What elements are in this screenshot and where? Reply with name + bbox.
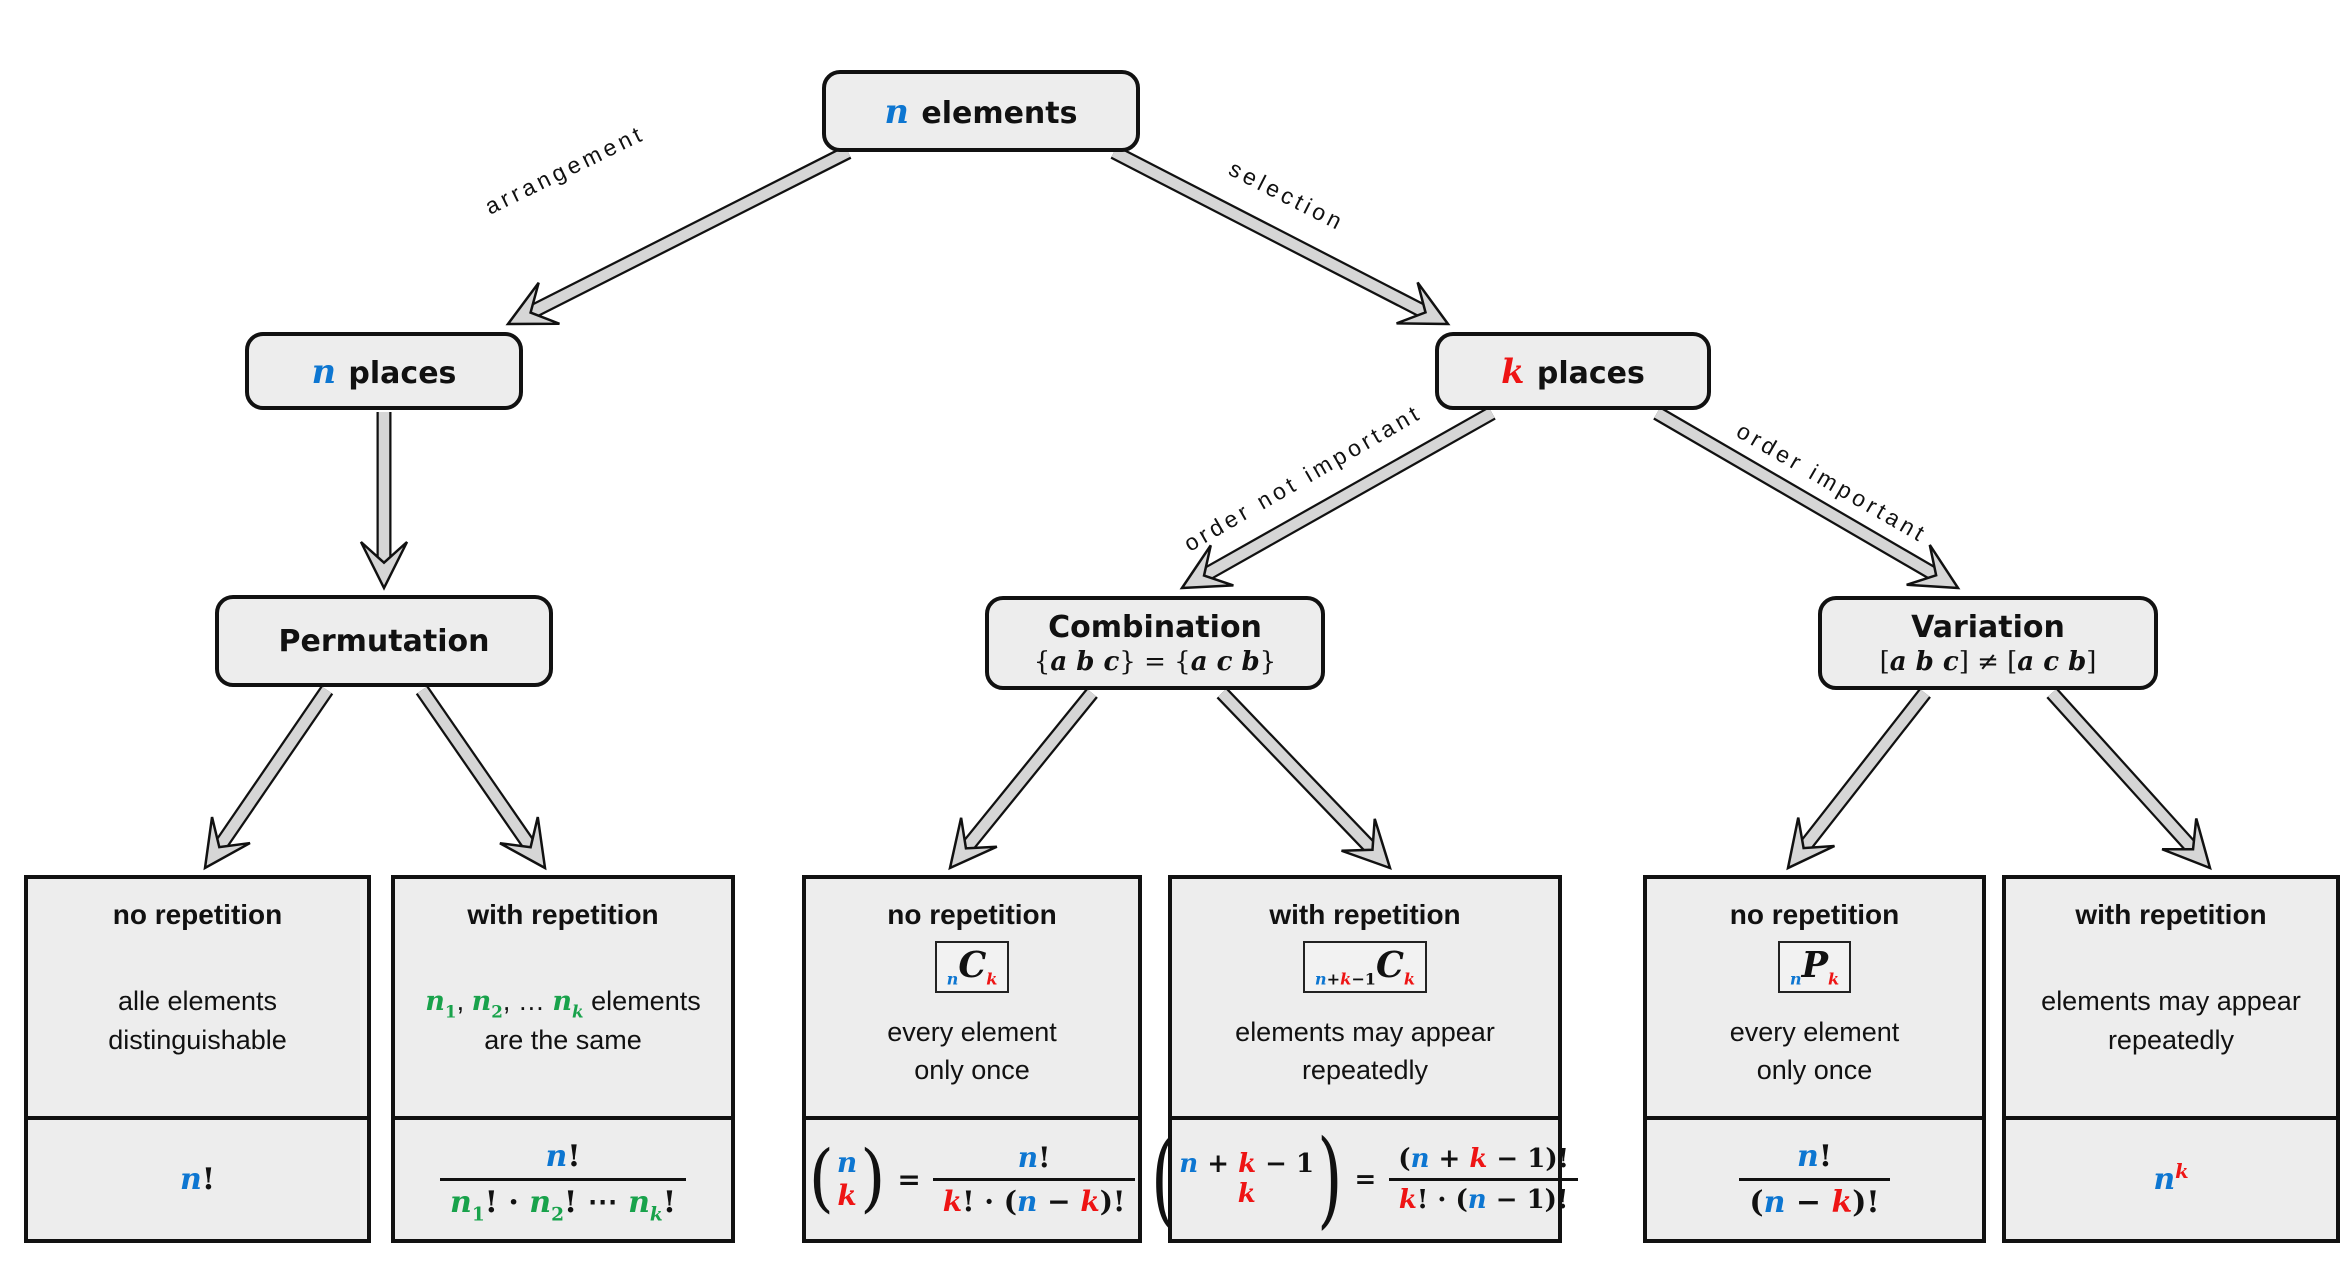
leaf-header: with repetition (2075, 899, 2267, 930)
node-n-elements-label: n elements (884, 91, 1078, 131)
node-k-places-label: k places (1501, 351, 1645, 391)
node-k-places: k places (1435, 332, 1711, 410)
node-combination-title: Combination (1048, 609, 1262, 645)
node-variation-example: [a b c] ≠ [a c b] (1879, 646, 2097, 677)
node-variation-title: Variation (1911, 609, 2065, 645)
node-permutation: Permutation (215, 595, 553, 687)
node-n-places-label: n places (311, 351, 457, 391)
leaf-header: no repetition (112, 899, 283, 930)
leaf-formula: n! (180, 1162, 215, 1197)
node-combination-example: {a b c} = {a c b} (1033, 646, 1277, 677)
leaf-formula: n!n1! · n2! ⋯ nk! (395, 1120, 731, 1239)
leaf-header: no repetition (887, 899, 1057, 930)
notation-nPk: nPk (1777, 941, 1852, 993)
leaf-header: with repetition (1269, 899, 1461, 930)
node-n-places: n places (245, 332, 523, 410)
node-permutation-title: Permutation (278, 623, 490, 659)
leaf-formula: nk (2153, 1160, 2189, 1197)
leaf-header: no repetition (1729, 899, 1900, 930)
leaf-formula: n!(n − k)! (1647, 1120, 1982, 1239)
node-n-elements: n elements (822, 70, 1140, 152)
node-variation: Variation [a b c] ≠ [a c b] (1818, 596, 2158, 690)
notation-nCk: nCk (934, 941, 1010, 993)
notation-n+k-1Ck: n+k−1Ck (1302, 941, 1428, 993)
leaf-combination-with-repetition: with repetition n+k−1Ck elements may app… (1151, 875, 1579, 1243)
node-combination: Combination {a b c} = {a c b} (985, 596, 1325, 690)
leaf-header: with repetition (467, 899, 659, 930)
